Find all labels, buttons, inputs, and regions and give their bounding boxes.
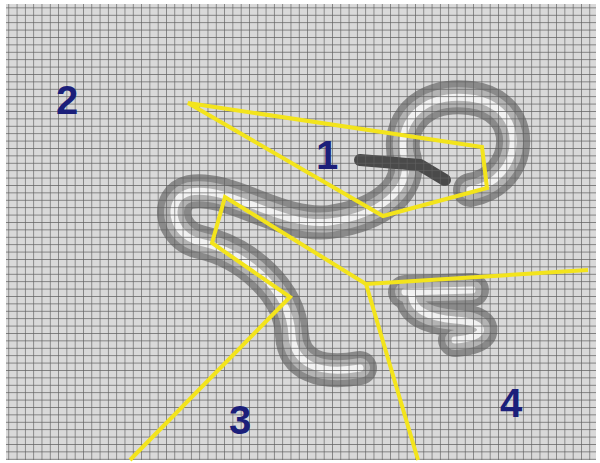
- region-polygon-line: [188, 103, 487, 216]
- region-outline: 1: [185, 100, 491, 220]
- region-number: 3: [229, 400, 251, 440]
- region-boundaries: [130, 197, 588, 460]
- grid-ground: [6, 4, 596, 460]
- region-number: 4: [500, 383, 522, 423]
- region-boundary: [130, 197, 418, 460]
- region-boundary: [366, 270, 588, 284]
- region-number: 1: [316, 135, 338, 175]
- grid-lines: [6, 4, 596, 460]
- region-number: 2: [56, 80, 78, 120]
